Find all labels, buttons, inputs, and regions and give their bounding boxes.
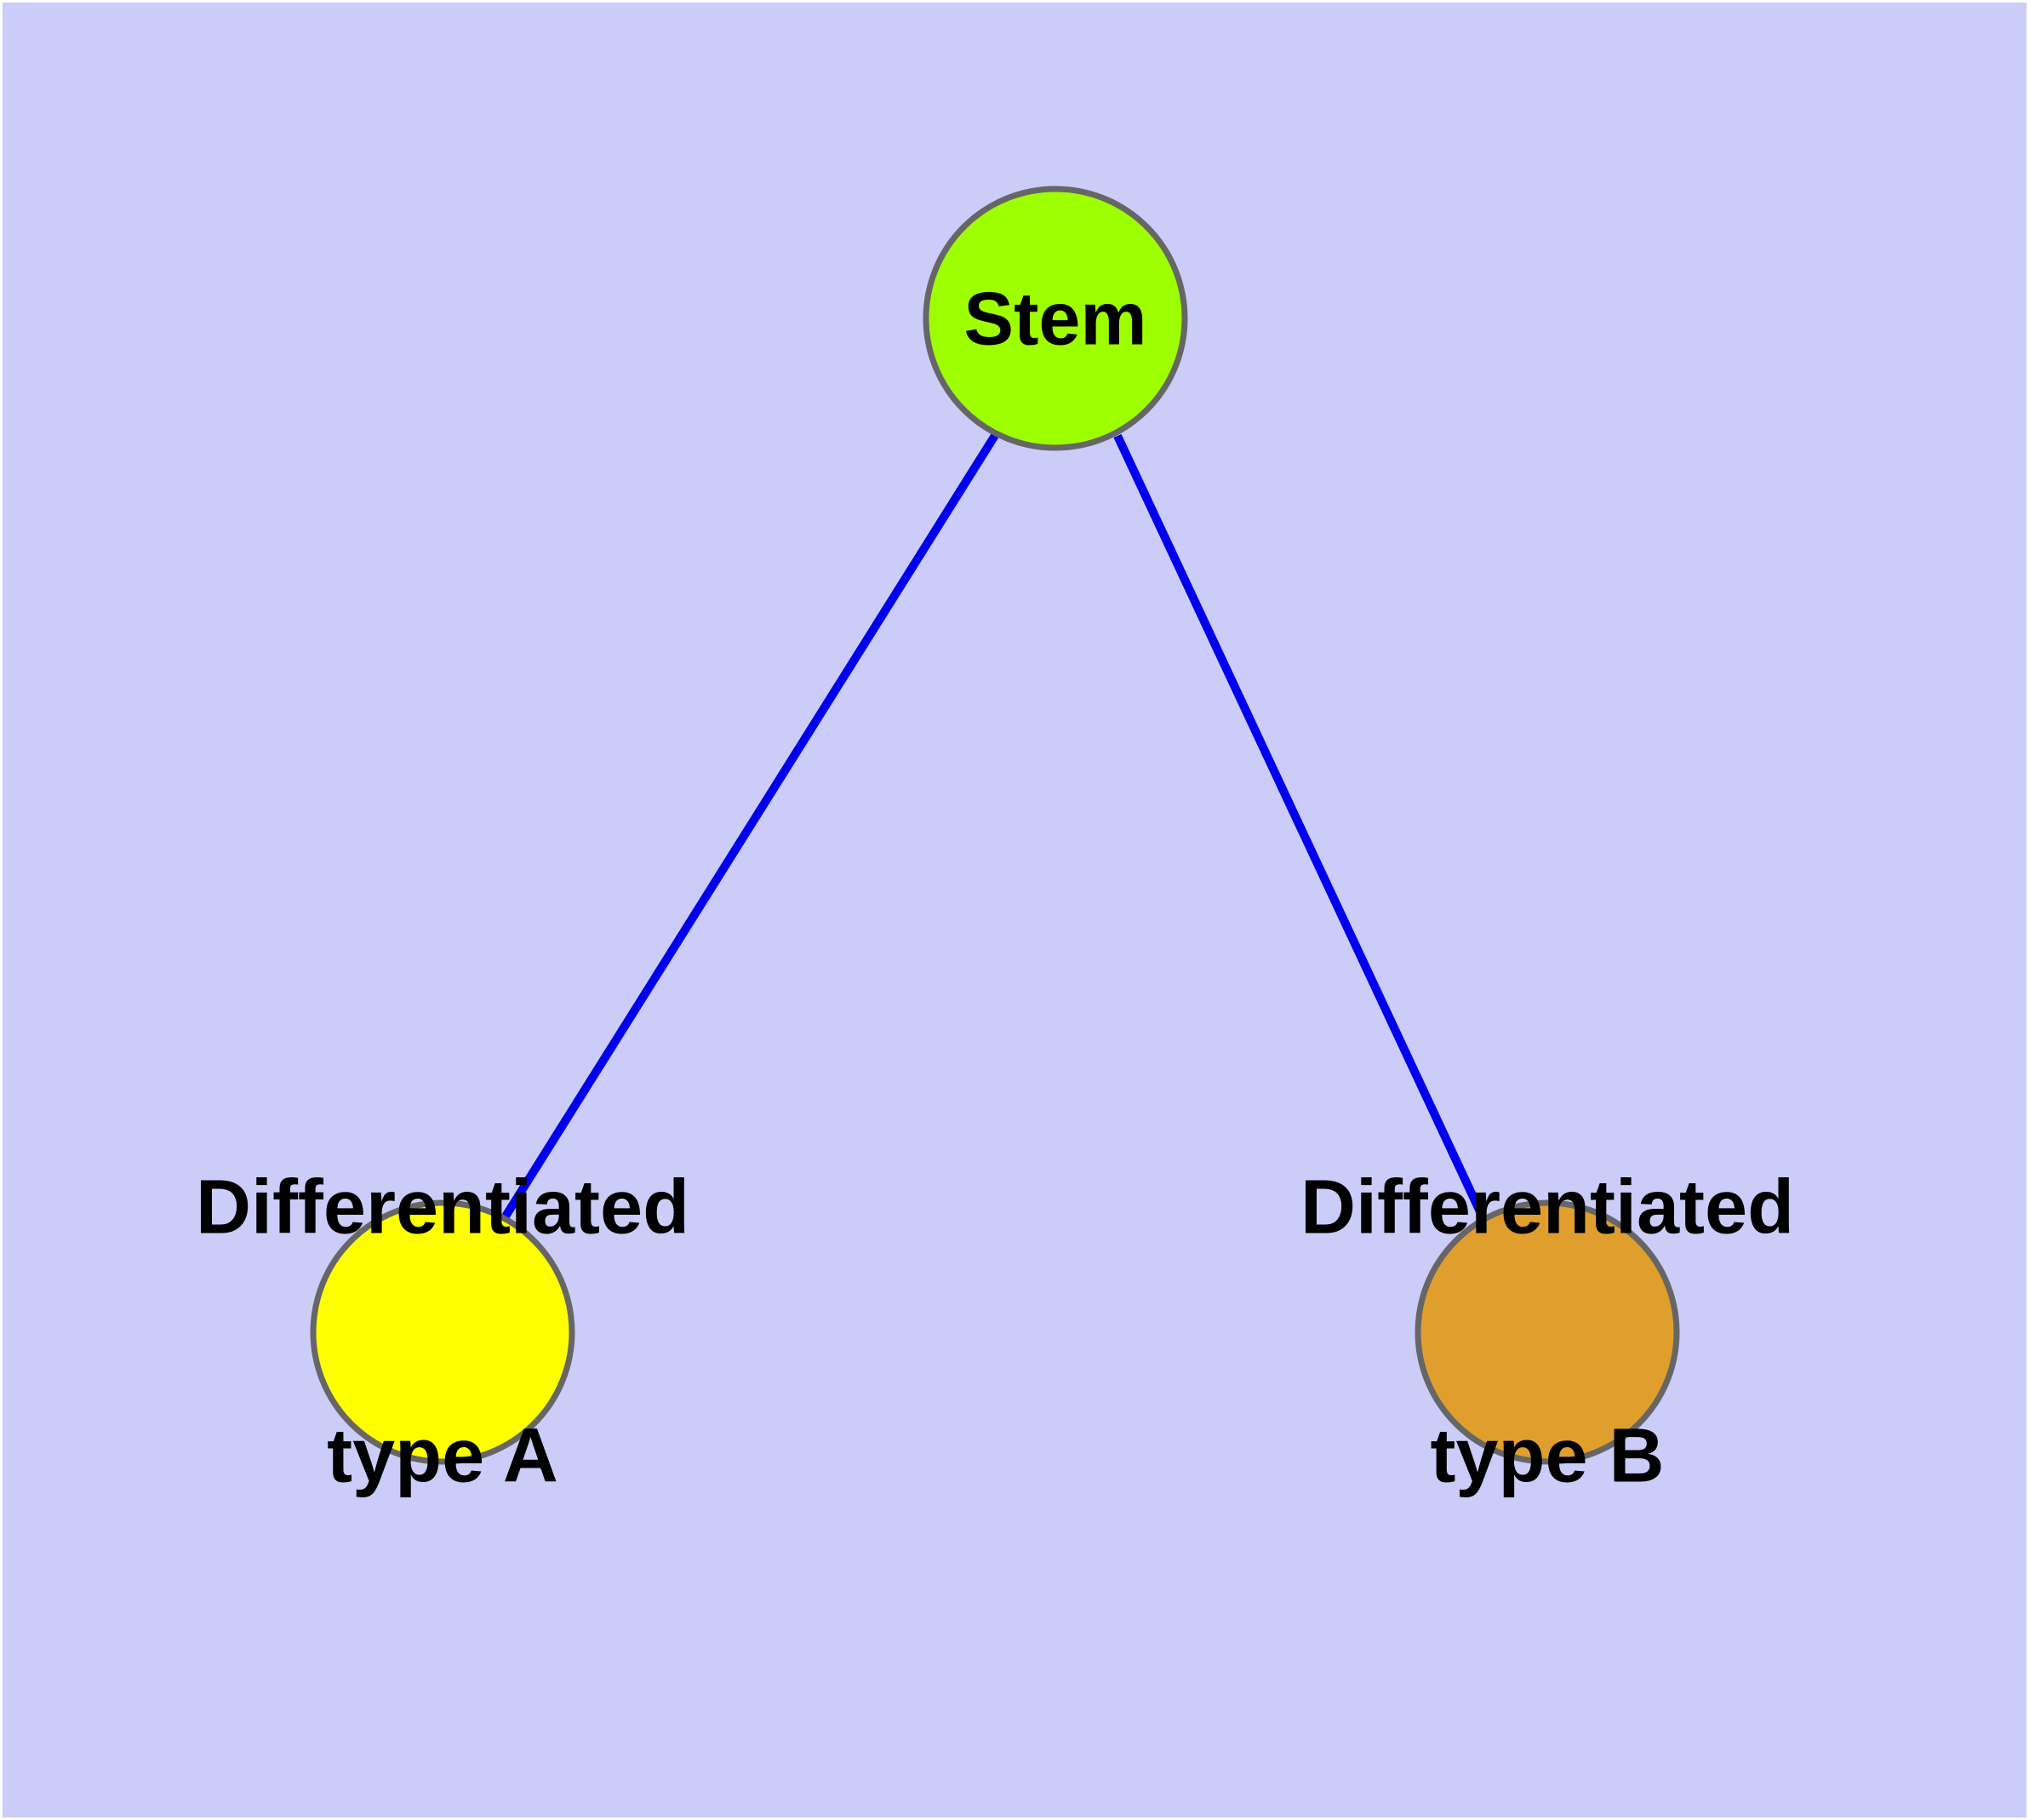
edge-stem-to-differentiated-type-a: [500, 432, 1000, 1222]
node-layer: [310, 186, 1680, 1465]
edge-stem-to-differentiated-type-b: [1113, 433, 1489, 1223]
node-differentiated-type-b[interactable]: [1415, 1199, 1680, 1465]
node-stem[interactable]: [923, 186, 1188, 451]
node-differentiated-type-a[interactable]: [310, 1199, 575, 1465]
edge-layer: [500, 432, 1489, 1223]
